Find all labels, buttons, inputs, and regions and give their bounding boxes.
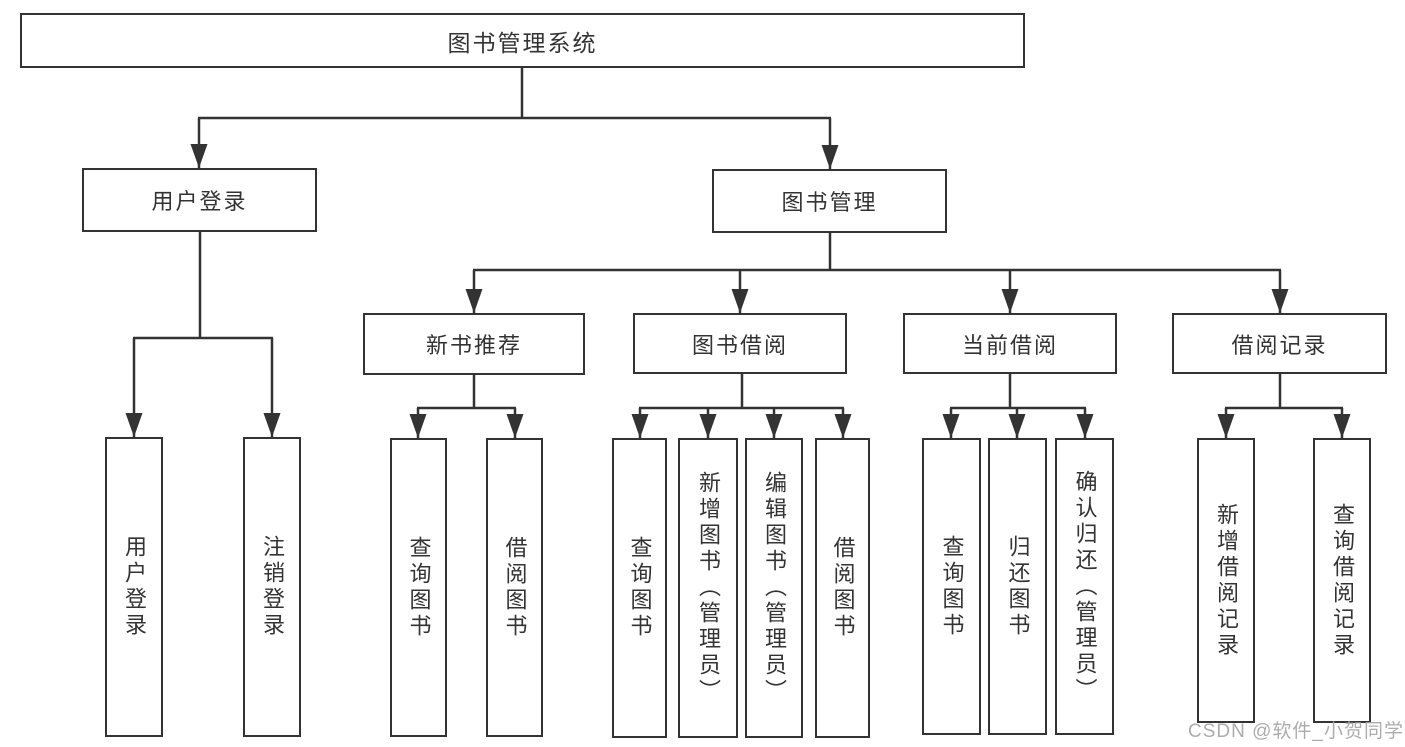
node-query-books-2: 查询图书 [612, 438, 667, 738]
node-label: 用户登录 [151, 189, 248, 214]
node-new-book-recommend: 新书推荐 [363, 313, 585, 375]
csdn-watermark: CSDN @软件_小贺同学 [1188, 721, 1404, 742]
node-label: 归还图书 [1005, 534, 1031, 639]
node-label: 查询图书 [939, 534, 965, 639]
node-user-login: 用户登录 [82, 168, 317, 232]
node-label: 查询借阅记录 [1330, 502, 1355, 659]
node-query-books-3: 查询图书 [922, 438, 981, 735]
node-add-books-admin: 新增图书（管理员） [678, 438, 738, 738]
node-label: 查询图书 [406, 535, 432, 640]
node-label: 借阅图书 [830, 536, 856, 640]
node-label: 查询图书 [627, 536, 653, 640]
node-label: 编辑图书（管理员） [762, 471, 787, 705]
node-logout: 注销登录 [243, 437, 301, 737]
node-library-system: 图书管理系统 [20, 13, 1025, 68]
node-user-login-leaf: 用户登录 [105, 437, 163, 737]
node-label: 新增借阅记录 [1214, 502, 1239, 659]
node-book-management: 图书管理 [712, 169, 947, 233]
node-borrow-records: 借阅记录 [1172, 313, 1387, 374]
node-label: 图书管理 [781, 190, 878, 215]
node-borrow-books-1: 借阅图书 [486, 438, 543, 737]
node-borrow-books-2: 借阅图书 [815, 438, 870, 738]
node-label: 用户登录 [122, 535, 147, 639]
node-book-borrow: 图书借阅 [633, 313, 847, 374]
node-label: 借阅图书 [502, 535, 528, 640]
node-add-borrow-record: 新增借阅记录 [1197, 438, 1255, 723]
node-label: 借阅记录 [1231, 332, 1328, 358]
node-label: 注销登录 [260, 535, 285, 639]
node-label: 新书推荐 [425, 333, 522, 358]
node-label: 图书管理系统 [447, 29, 598, 56]
node-current-borrow: 当前借阅 [903, 313, 1117, 374]
node-query-borrow-record: 查询借阅记录 [1313, 438, 1371, 723]
node-confirm-return-admin: 确认归还（管理员） [1055, 438, 1114, 735]
node-label: 确认归还（管理员） [1072, 469, 1098, 704]
node-label: 当前借阅 [961, 332, 1058, 358]
node-return-books: 归还图书 [988, 438, 1047, 735]
node-query-books-1: 查询图书 [390, 438, 447, 737]
node-label: 图书借阅 [691, 332, 788, 358]
node-label: 新增图书（管理员） [696, 471, 721, 705]
node-edit-books-admin: 编辑图书（管理员） [745, 438, 803, 738]
